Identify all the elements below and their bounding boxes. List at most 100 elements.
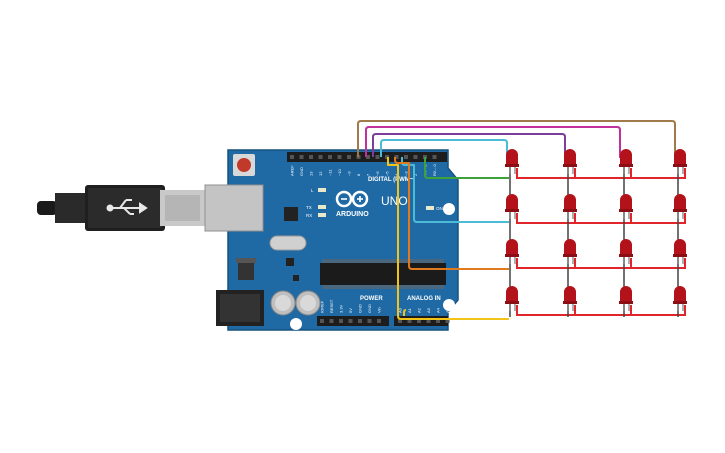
pin-label: ~9 (347, 171, 352, 176)
wire-brown (357, 120, 676, 158)
voltage-regulator (238, 262, 254, 280)
header-pin[interactable] (320, 319, 324, 323)
header-pin[interactable] (366, 155, 370, 159)
led[interactable] (619, 194, 633, 219)
led-on-indicator (426, 206, 434, 210)
led-l-label: L (311, 188, 314, 193)
led[interactable] (505, 239, 519, 264)
usb-symbol-icon (106, 199, 148, 215)
on-label: ON (436, 206, 443, 211)
led[interactable] (673, 194, 687, 219)
pin-label: Vin (377, 307, 382, 313)
led[interactable] (505, 286, 519, 311)
mounting-hole (290, 318, 302, 330)
arduino-infinity-logo (335, 190, 369, 208)
header-pin[interactable] (367, 319, 372, 323)
led-matrix (505, 149, 687, 317)
led-row-wire (516, 305, 686, 316)
led-rx-indicator (318, 213, 326, 217)
analog-pin-labels: A0 A1 A2 A3 A4 A5 (398, 307, 450, 323)
header-pin[interactable] (339, 319, 343, 323)
pin-label: 13 (309, 171, 314, 176)
capacitor (295, 290, 321, 316)
header-pin[interactable] (407, 319, 412, 323)
pin-label: A1 (407, 307, 412, 313)
pin-label: 3.3V (339, 304, 344, 313)
header-pin[interactable] (413, 155, 418, 159)
wires (357, 120, 676, 320)
wire-yellow (387, 157, 509, 320)
wire-green (424, 157, 509, 179)
pin-label: 4 (394, 173, 399, 176)
led[interactable] (619, 149, 633, 174)
reset-button[interactable] (233, 154, 255, 176)
header-pin[interactable] (375, 155, 380, 159)
header-pin[interactable] (358, 319, 362, 323)
led[interactable] (619, 239, 633, 264)
led-row-wire (516, 213, 686, 224)
header-pin[interactable] (404, 155, 408, 159)
pin-label: A2 (417, 307, 422, 313)
header-pin[interactable] (394, 155, 399, 159)
arduino-uno-board[interactable]: DIGITAL (PWM~) POWER ANALOG IN L TX RX O… (204, 149, 459, 331)
header-pin[interactable] (417, 319, 421, 323)
header-pin[interactable] (436, 319, 440, 323)
header-pin[interactable] (445, 319, 450, 323)
header-pin[interactable] (377, 319, 381, 323)
power-pin-header[interactable] (317, 316, 389, 326)
pin-label: ~6 (375, 171, 380, 176)
header-pin[interactable] (329, 319, 334, 323)
pin-label: A5 (445, 307, 450, 313)
led[interactable] (563, 286, 577, 311)
pin-label: 7 (366, 173, 371, 176)
led-rx-label: RX (306, 213, 312, 218)
header-pin[interactable] (426, 319, 431, 323)
header-pin[interactable] (290, 155, 294, 159)
digital-header-label: DIGITAL (PWM~) (368, 177, 415, 183)
pin-label: A3 (426, 307, 431, 313)
arduino-brand: ARDUINO (336, 211, 369, 218)
mounting-hole (443, 299, 455, 311)
header-pin[interactable] (299, 155, 304, 159)
pin-label: RX←0 (432, 163, 437, 176)
led[interactable] (505, 149, 519, 174)
wire-purple (372, 133, 566, 158)
analog-in-label: ANALOG IN (407, 296, 441, 302)
wire-orange (394, 157, 509, 270)
led[interactable] (563, 239, 577, 264)
pin-label: 12 (318, 171, 323, 176)
led[interactable] (563, 149, 577, 174)
led-tx-label: TX (306, 205, 312, 210)
microcontroller-chip (320, 259, 446, 289)
header-pin[interactable] (318, 155, 323, 159)
power-label: POWER (360, 296, 383, 302)
header-pin[interactable] (398, 319, 402, 323)
led[interactable] (619, 286, 633, 311)
pin-label: A4 (436, 307, 441, 313)
led[interactable] (673, 239, 687, 264)
header-pin[interactable] (309, 155, 313, 159)
pin-label: GND (358, 304, 363, 313)
header-pin[interactable] (348, 319, 353, 323)
wire-cyan-col (380, 139, 508, 158)
header-pin[interactable] (337, 155, 342, 159)
pin-label: A0 (398, 307, 403, 313)
header-pin[interactable] (432, 155, 437, 159)
pin-label: ~11 (328, 169, 333, 176)
pin-label: 8 (356, 173, 361, 176)
pin-label: IOREF (320, 300, 325, 313)
led-row-wire (516, 168, 686, 179)
led[interactable] (673, 149, 687, 174)
pin-label: RESET (329, 299, 334, 313)
header-pin[interactable] (347, 155, 351, 159)
led[interactable] (563, 194, 577, 219)
header-pin[interactable] (328, 155, 332, 159)
power-jack (216, 290, 264, 326)
pin-label: 2 (413, 173, 418, 176)
led[interactable] (505, 194, 519, 219)
pin-label: ~5 (385, 171, 390, 176)
led[interactable] (673, 286, 687, 311)
pin-label: GND (299, 167, 304, 176)
